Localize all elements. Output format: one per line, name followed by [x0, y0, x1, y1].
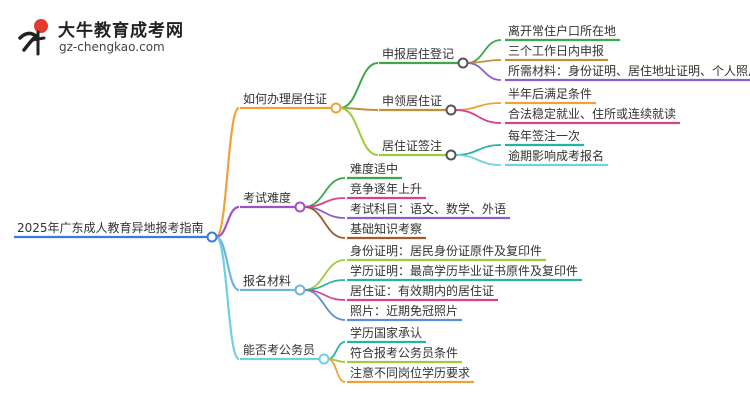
leaf-node: 符合报考公务员条件	[350, 346, 459, 360]
root-node: 2025年广东成人教育异地报考指南	[17, 221, 204, 235]
leaf-node: 每年签注一次	[508, 129, 581, 143]
leaf-connector	[454, 154, 502, 166]
logo-url: gz-chengkao.com	[59, 40, 165, 54]
sub-connector	[339, 62, 379, 109]
sub-connector	[339, 107, 379, 156]
leaf-node: 考试科目：语文、数学、外语	[350, 202, 507, 216]
leaf-node: 基础知识考察	[350, 222, 423, 236]
root-node-dot	[206, 231, 218, 243]
leaf-connector	[327, 358, 346, 383]
leaf-node: 三个工作日内申报	[508, 44, 605, 58]
sub-node: 居住证签注	[382, 139, 443, 153]
sub-node: 申领居住证	[382, 94, 443, 108]
leaf-connector	[327, 341, 346, 360]
branch-connector	[214, 106, 241, 239]
sub-node-dot	[457, 57, 469, 69]
branch-node: 报名材料	[243, 274, 292, 288]
branch-connector	[215, 235, 240, 292]
leaf-node: 离开常住户口所在地	[508, 24, 617, 38]
leaf-connector	[454, 102, 502, 111]
logo-title: 大牛教育成考网	[58, 21, 184, 41]
branch-node-dot	[294, 284, 306, 296]
branch-node: 能否考公务员	[243, 343, 316, 357]
sub-node-dot	[445, 149, 457, 161]
leaf-node: 难度适中	[350, 162, 399, 176]
leaf-node: 学历国家承认	[350, 326, 423, 340]
branch-node: 考试难度	[243, 191, 292, 205]
branch-node: 如何办理居住证	[243, 92, 328, 106]
leaf-node: 逾期影响成考报名	[508, 149, 605, 163]
logo-calligraphy-icon	[18, 19, 48, 56]
leaf-connector	[303, 289, 346, 321]
leaf-connector	[454, 109, 502, 124]
leaf-node: 半年后满足条件	[508, 87, 593, 101]
leaf-node: 所需材料：身份证明、居住地址证明、个人照片	[508, 64, 750, 78]
branch-node-dot	[294, 201, 306, 213]
leaf-node: 居住证：有效期内的居住证	[350, 284, 495, 298]
leaf-connector	[454, 144, 502, 156]
leaf-connector	[466, 62, 502, 81]
leaf-node: 身份证明：居民身份证原件及复印件	[350, 244, 543, 258]
branch-connector	[214, 235, 241, 361]
site-logo[interactable]: 大牛教育成考网 gz-chengkao.com	[14, 14, 214, 60]
branch-connector	[215, 205, 240, 239]
sub-node-dot	[445, 104, 457, 116]
leaf-node: 合法稳定就业、住所或连续就读	[508, 107, 677, 121]
leaf-node: 学历证明：最高学历毕业证书原件及复印件	[350, 264, 579, 278]
leaf-node: 竞争逐年上升	[350, 182, 423, 196]
leaf-node: 照片：近期免冠照片	[350, 304, 459, 318]
leaf-node: 注意不同岗位学历要求	[350, 366, 471, 380]
leaf-connector	[303, 206, 346, 239]
branch-node-dot	[318, 353, 330, 365]
sub-node: 申报居住登记	[382, 47, 455, 61]
branch-node-dot	[330, 102, 342, 114]
